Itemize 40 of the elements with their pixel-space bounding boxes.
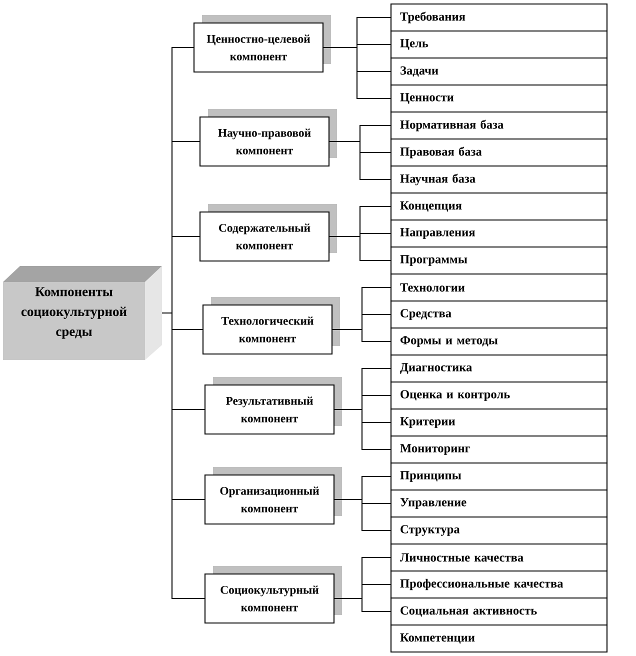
cube-box: Компоненты социокультурной среды — [3, 266, 162, 360]
table-row: Социальная активность — [390, 597, 608, 626]
table-row: Ценности — [390, 84, 608, 113]
shadow-box: Научно-правовой компонент — [199, 109, 337, 167]
table-row: Задачи — [390, 57, 608, 86]
table-row: Личностные качества — [390, 543, 608, 572]
table-row: Требования — [390, 3, 608, 32]
table-row: Оценка и контроль — [390, 381, 608, 410]
table-row: Компетенции — [390, 624, 608, 653]
table-row: Диагностика — [390, 354, 608, 383]
shadow-box: Ценностно-целевой компонент — [193, 15, 331, 73]
connector-line — [161, 46, 206, 600]
table-row: Концепция — [390, 192, 608, 221]
shadow-box: Социокультурный компонент — [204, 566, 342, 624]
table-row: Средства — [390, 300, 608, 329]
connector-line — [333, 556, 392, 612]
table-row: Управление — [390, 489, 608, 518]
table-row: Мониторинг — [390, 435, 608, 464]
connector-line — [328, 124, 392, 180]
shadow-box: Результативный компонент — [204, 377, 342, 435]
table-row: Технологии — [390, 273, 608, 302]
shadow-box: Технологический компонент — [202, 297, 340, 355]
shadow-box: Содержательный компонент — [199, 204, 337, 262]
table-row: Цель — [390, 30, 608, 59]
connector-line — [331, 286, 392, 342]
table-row: Структура — [390, 516, 608, 545]
table-row: Программы — [390, 246, 608, 275]
table-row: Профессиональные качества — [390, 570, 608, 599]
table-row: Правовая база — [390, 138, 608, 167]
connector-line — [328, 206, 392, 262]
shadow-box: Организационный компонент — [204, 467, 342, 525]
connector-line — [333, 368, 392, 450]
connector-line — [333, 476, 392, 532]
table-row: Критерии — [390, 408, 608, 437]
table-row: Нормативная база — [390, 111, 608, 140]
table-row: Принципы — [390, 462, 608, 491]
table-row: Формы и методы — [390, 327, 608, 356]
table-row: Научная база — [390, 165, 608, 194]
table-row: Направления — [390, 219, 608, 248]
connector-line — [322, 16, 392, 100]
